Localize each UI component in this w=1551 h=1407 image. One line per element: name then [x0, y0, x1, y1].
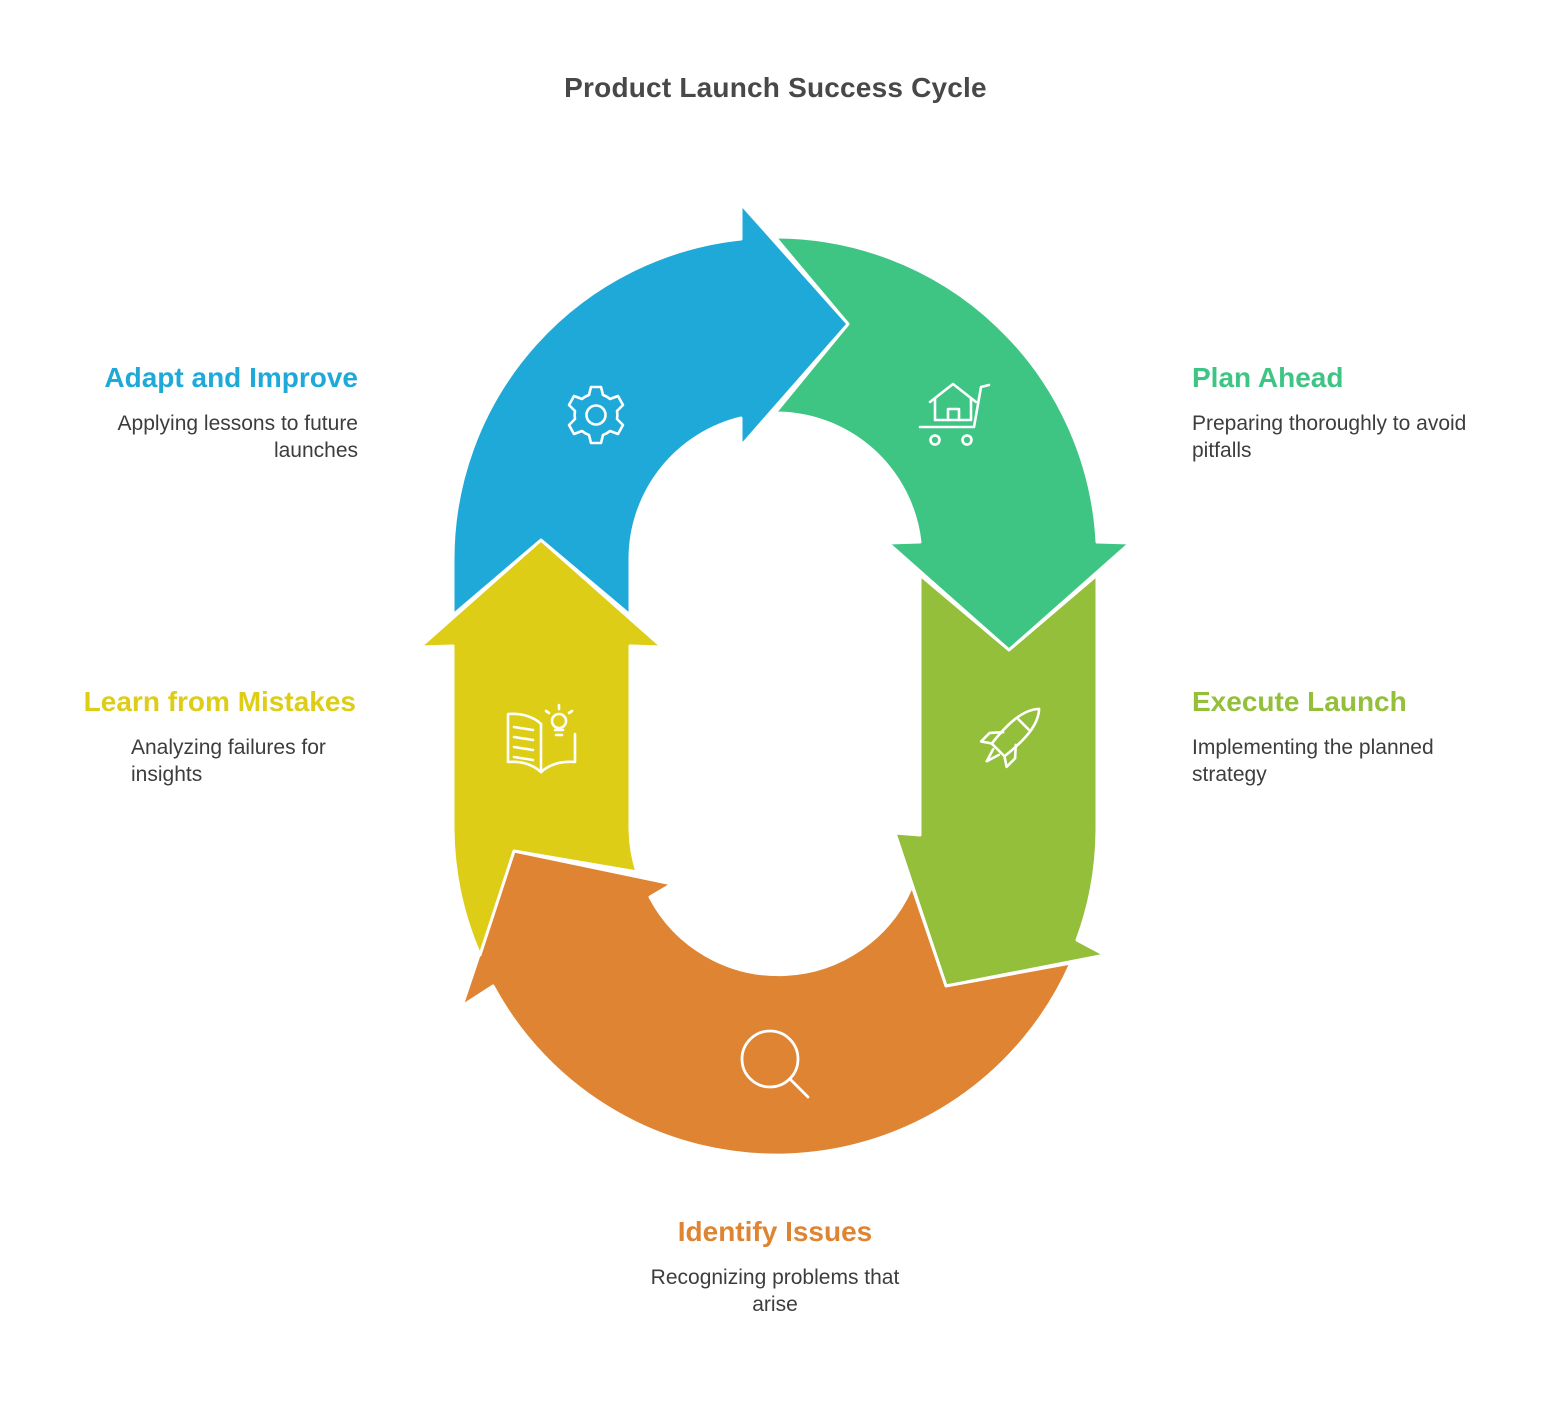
step-description: Implementing the planned strategy	[1192, 736, 1434, 786]
step-description: Analyzing failures for insights	[131, 736, 326, 786]
step-description: Recognizing problems that arise	[650, 1266, 900, 1316]
step-title: Adapt and Improve	[104, 362, 358, 393]
rocket-icon	[979, 707, 1041, 769]
step-identify-issues: Identify Issues Recognizing problems tha…	[600, 1216, 950, 1318]
step-plan-ahead: Plan Ahead Preparing thoroughly to avoid…	[1192, 362, 1492, 464]
book-lightbulb-icon	[506, 703, 577, 774]
step-title: Learn from Mistakes	[83, 686, 356, 717]
step-title: Plan Ahead	[1192, 362, 1344, 393]
home-cart-icon	[918, 382, 991, 446]
identify-issues-arrow	[460, 849, 1073, 1157]
plan-ahead-arrow	[773, 235, 1132, 652]
step-learn-from-mistakes: Learn from Mistakes Analyzing failures f…	[60, 686, 356, 788]
step-description: Applying lessons to future launches	[117, 412, 358, 462]
step-title: Execute Launch	[1192, 686, 1407, 717]
page-title: Product Launch Success Cycle	[564, 72, 987, 103]
gear-icon	[567, 385, 625, 445]
step-adapt-and-improve: Adapt and Improve Applying lessons to fu…	[60, 362, 358, 464]
adapt-and-improve-arrow	[451, 202, 850, 617]
step-description: Preparing thoroughly to avoid pitfalls	[1192, 412, 1467, 462]
step-execute-launch: Execute Launch Implementing the planned …	[1192, 686, 1492, 788]
magnifier-icon	[740, 1029, 810, 1099]
step-title: Identify Issues	[677, 1216, 873, 1247]
